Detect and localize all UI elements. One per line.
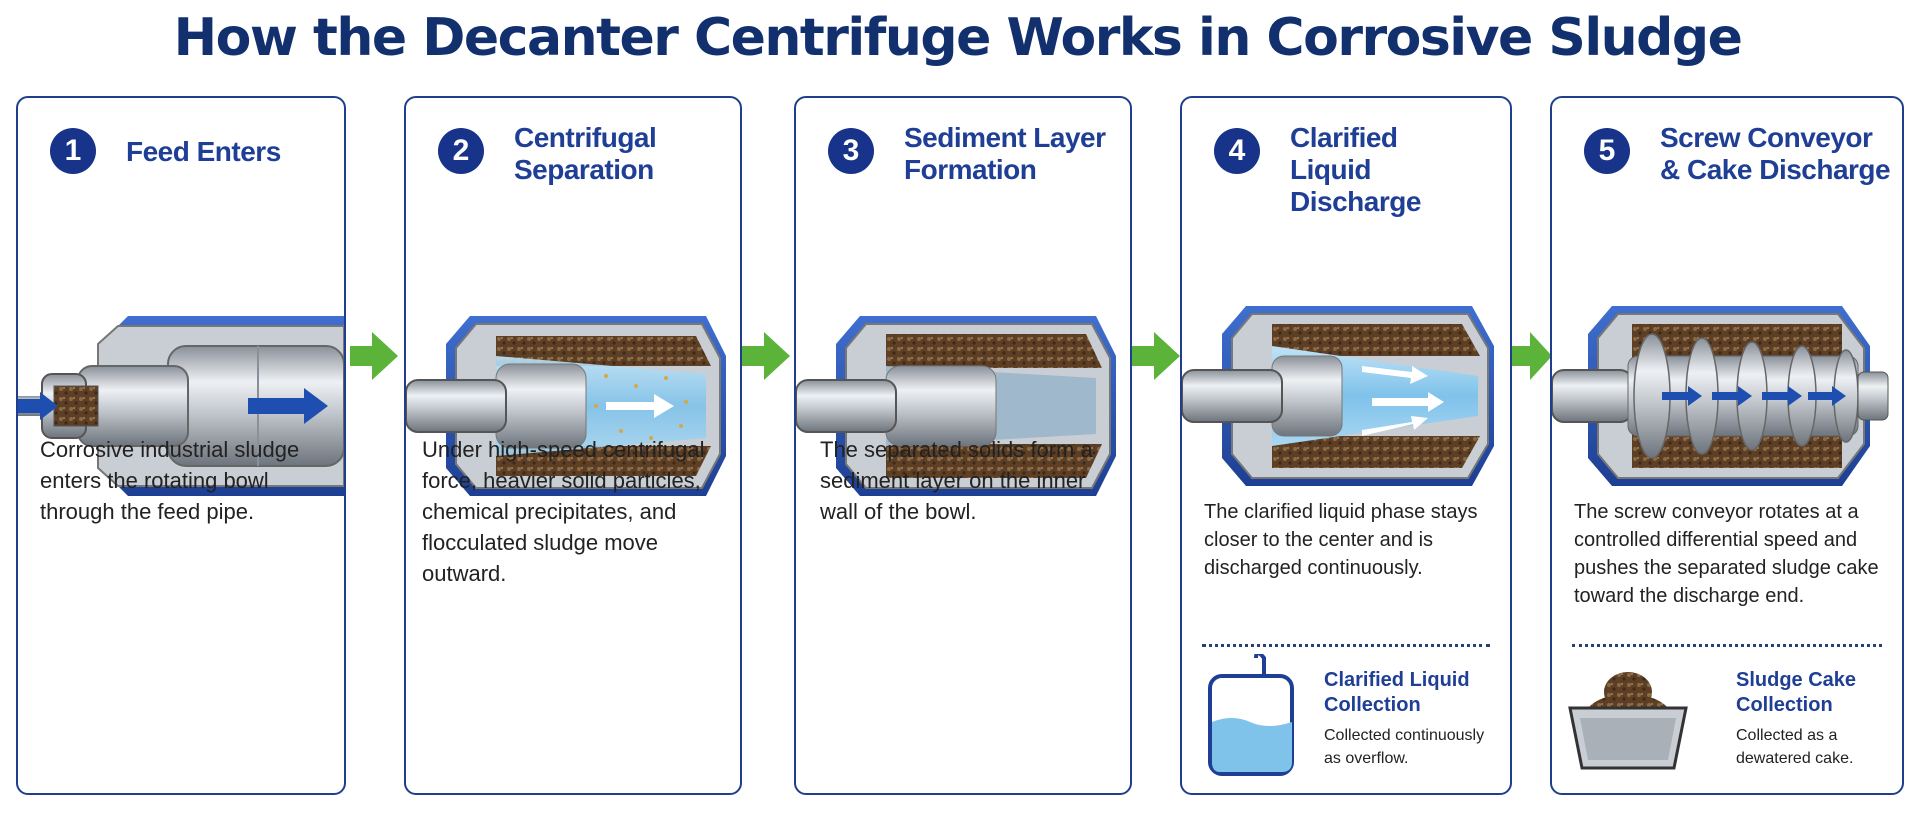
- step-number-badge: 3: [828, 128, 874, 174]
- step-title: Feed Enters: [126, 136, 281, 167]
- liquid-container-icon: [1208, 654, 1294, 776]
- collection-description: Collected continuously as overflow.: [1324, 727, 1485, 767]
- flow-arrow-icon: [1132, 330, 1180, 387]
- collection-title: Clarified Liquid Collection: [1324, 669, 1470, 716]
- screw-conveyor-illustration: [1552, 306, 1889, 486]
- step-panel-3: 3 Sediment Layer Formation The separated…: [794, 96, 1132, 795]
- step-description: Corrosive industrial sludge enters the r…: [40, 437, 300, 524]
- centrifugal-separation-illustration: [406, 316, 726, 496]
- step-panel-1: 1 Feed Enters Corrosive industrial sludg…: [16, 96, 346, 795]
- step-title: Sediment Layer Formation: [904, 122, 1106, 185]
- divider: [1572, 644, 1882, 647]
- step-title: Screw Conveyor & Cake Discharge: [1660, 122, 1891, 185]
- collection-title: Sludge Cake Collection: [1736, 669, 1857, 716]
- step-number-badge: 5: [1584, 128, 1630, 174]
- sludge-cake-tray-icon: [1568, 672, 1688, 770]
- divider: [1202, 644, 1490, 647]
- step-description: The clarified liquid phase stays closer …: [1204, 501, 1478, 579]
- step-title: Centrifugal Separation: [514, 122, 657, 185]
- step-panel-4: 4 Clarified Liquid Discharge The clarifi…: [1180, 96, 1512, 795]
- clarified-liquid-illustration: [1182, 306, 1494, 486]
- step-description: Under high-speed centrifugal force, heav…: [422, 437, 705, 586]
- step-panel-5: 5 Screw Conveyor & Cake Discharge The sc…: [1550, 96, 1904, 795]
- step-panel-2: 2 Centrifugal Separation Under high-spee…: [404, 96, 742, 795]
- flow-arrow-icon: [742, 330, 790, 387]
- step-description: The screw conveyor rotates at a controll…: [1574, 501, 1879, 607]
- sediment-layer-illustration: [796, 316, 1116, 496]
- page-title: How the Decanter Centrifuge Works in Cor…: [173, 8, 1743, 68]
- step-title: Clarified Liquid Discharge: [1290, 122, 1421, 217]
- flow-arrow-icon: [350, 330, 398, 387]
- step-number-badge: 4: [1214, 128, 1260, 174]
- flow-arrow-icon: [1512, 330, 1552, 387]
- step-number-badge: 1: [50, 128, 96, 174]
- step-number-badge: 2: [438, 128, 484, 174]
- feed-inlet-illustration: [18, 316, 344, 496]
- step-description: The separated solids form a sediment lay…: [820, 437, 1093, 524]
- collection-description: Collected as a dewatered cake.: [1736, 727, 1854, 767]
